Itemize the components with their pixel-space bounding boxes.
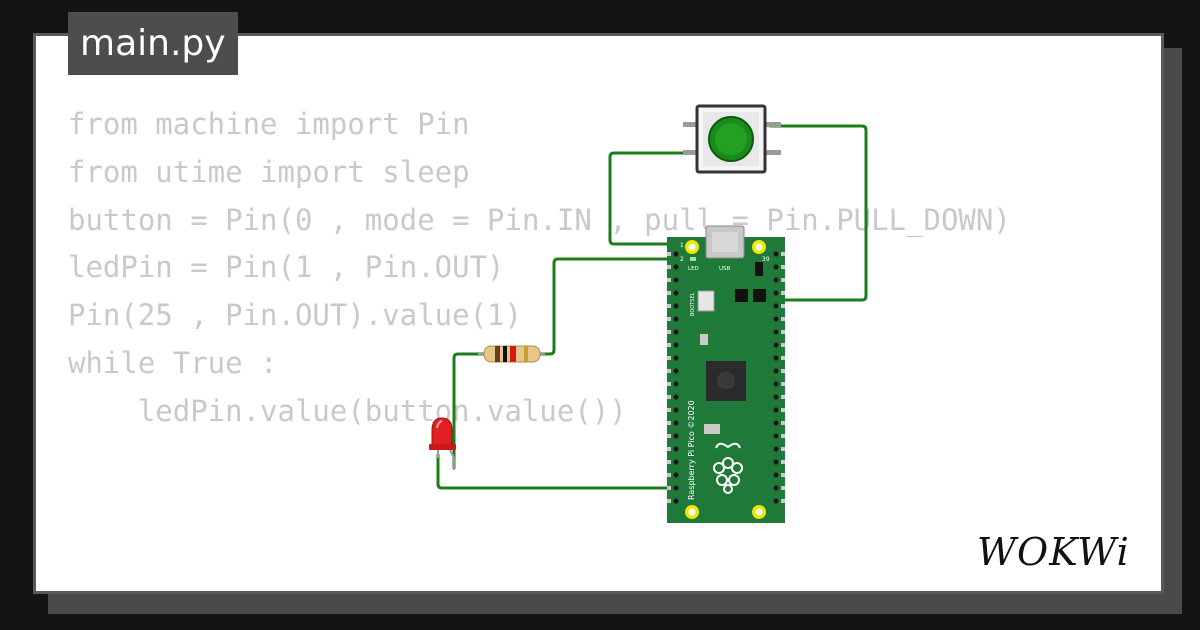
wokwi-logo[interactable]: WOKWi — [975, 527, 1155, 577]
bootsel-label: BOOTSEL — [690, 292, 696, 316]
code-line: from utime import sleep — [68, 154, 470, 189]
filename-tab[interactable]: main.py — [68, 12, 238, 75]
bootsel-button[interactable] — [697, 290, 715, 312]
wires — [436, 124, 868, 490]
wire-led-to-gnd — [436, 453, 682, 490]
pushbutton[interactable] — [683, 104, 781, 174]
code-line: while True : — [68, 345, 278, 380]
raspberry-pi-logo-icon — [716, 372, 736, 389]
code-line: Pin(25 , Pin.OUT).value(1) — [68, 298, 522, 333]
code-block: from machine import Pin from utime import… — [68, 101, 1011, 436]
wire-button-to-3v3 — [768, 124, 868, 302]
pico-board: 1 2 39 LED USB BOOTSEL Raspberry Pi Pico… — [667, 225, 785, 523]
onboard-led — [690, 257, 696, 261]
wokwi-logo-text: WOKWi — [977, 530, 1130, 574]
raspberry-logo-icon — [713, 442, 743, 494]
pin-label-1: 1 — [680, 242, 684, 249]
preview-card — [33, 33, 1164, 594]
mounting-holes — [685, 240, 766, 519]
code-line: ledPin = Pin(1 , Pin.OUT) — [68, 250, 505, 285]
board-name-label: Raspberry Pi Pico ©2020 — [687, 400, 696, 500]
pin-label-2: 2 — [680, 256, 684, 263]
pin-label-39: 39 — [762, 256, 770, 263]
code-line: from machine import Pin — [68, 107, 470, 141]
pin-holes — [673, 251, 779, 504]
wire-button-to-pin1 — [608, 151, 687, 246]
resistor-icon — [478, 345, 545, 363]
red-led-icon — [429, 417, 456, 470]
usb-label: USB — [719, 266, 731, 272]
led-label: LED — [688, 266, 699, 272]
wire-pin2-to-resistor — [533, 257, 682, 356]
code-line: ledPin.value(button.value()) — [68, 393, 627, 428]
board-pins — [667, 252, 785, 503]
wire-resistor-to-led — [452, 352, 492, 470]
